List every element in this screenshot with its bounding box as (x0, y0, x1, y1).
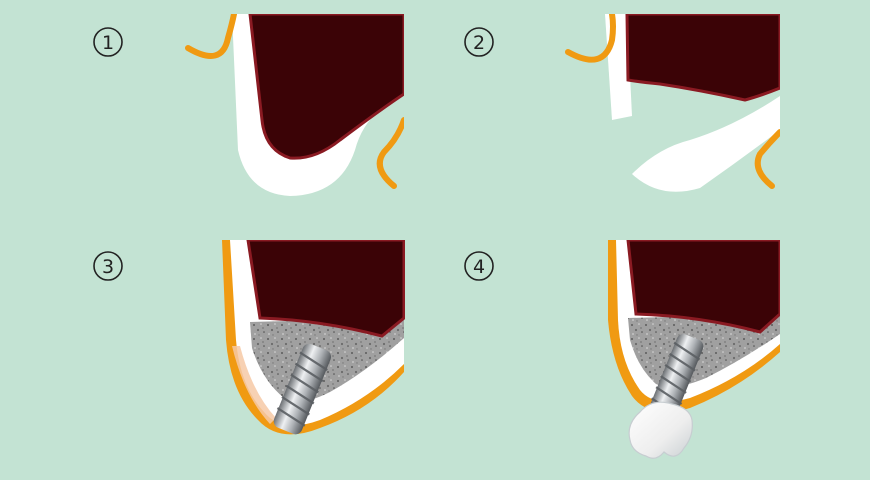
step-1-badge-circle (93, 27, 123, 57)
step-3-sinus (246, 240, 405, 338)
step-3-badge-circle (93, 251, 123, 281)
step-2-panel (565, 14, 780, 192)
dental-crown-icon (628, 401, 693, 459)
step-4-panel (608, 240, 780, 459)
step-4-number: 4 (473, 256, 485, 278)
step-3-badge: 3 (93, 251, 123, 281)
step-2-bone-flap (632, 96, 780, 192)
step-3-implant-threads (276, 351, 328, 427)
step-1-badge: 1 (93, 27, 123, 57)
step-4-badge: 4 (464, 251, 494, 281)
step-2-gingiva-right (754, 129, 780, 189)
step-2-gingiva-left (565, 14, 616, 63)
step-3-panel (222, 240, 405, 435)
step-1-gingiva-right (376, 117, 404, 189)
step-4-badge-circle (464, 251, 494, 281)
step-3-number: 3 (102, 256, 114, 278)
step-1-panel (185, 14, 404, 196)
step-1-gingiva-left (185, 14, 237, 59)
step-2-sinus (625, 14, 780, 102)
step-2-badge: 2 (464, 27, 494, 57)
step-1-number: 1 (102, 32, 114, 54)
step-4-sinus (626, 240, 780, 334)
step-2-number: 2 (473, 32, 485, 54)
step-1-sinus (248, 14, 404, 160)
step-3-implant-body (273, 343, 332, 435)
step-3-membrane-patch (232, 346, 276, 424)
dental-implant-screw-icon (273, 343, 332, 435)
step-4-crown (628, 401, 693, 459)
step-4-implant-body (649, 334, 704, 421)
step-2-badge-circle (464, 27, 494, 57)
